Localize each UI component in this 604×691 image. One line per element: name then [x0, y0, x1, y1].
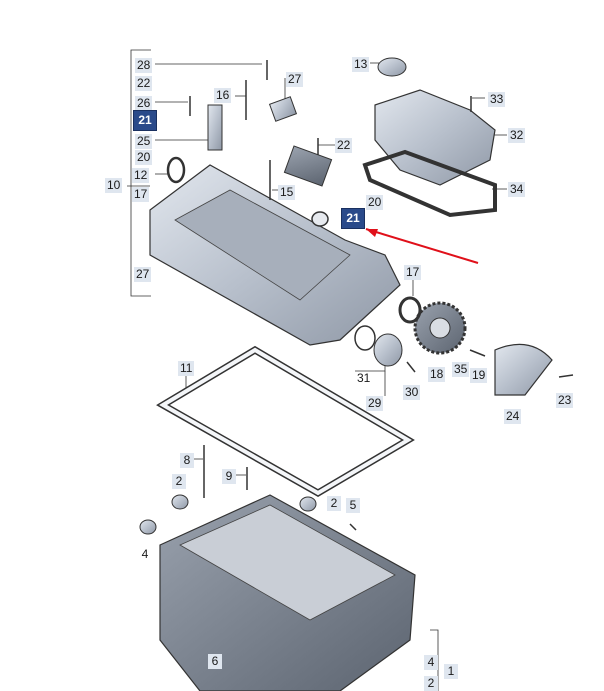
- callout-12: 12: [132, 168, 150, 183]
- callout-20: 20: [135, 150, 153, 165]
- ignition-coil: [283, 145, 333, 187]
- actuator-25: [207, 104, 223, 151]
- bolts: [189, 60, 574, 531]
- callout-4: 4: [141, 547, 149, 561]
- sensor-27: [268, 96, 298, 122]
- callout-21-highlight: 21: [133, 110, 157, 131]
- callout-28: 28: [135, 58, 153, 73]
- callout-33: 33: [488, 92, 506, 107]
- callout-31: 31: [357, 371, 371, 385]
- cap-29: [373, 333, 403, 367]
- callout-29: 29: [366, 396, 384, 411]
- callout-23: 23: [556, 393, 574, 408]
- oil-cap: [377, 57, 407, 77]
- gear-shield: [494, 343, 553, 396]
- callout-11: 11: [178, 361, 195, 376]
- callout-2: 2: [424, 676, 438, 691]
- callout-1: 1: [444, 664, 458, 679]
- seal-31: [354, 325, 376, 351]
- callout-27: 27: [286, 72, 304, 87]
- callout-2: 2: [172, 474, 186, 489]
- intake-cover-plate: [374, 89, 496, 186]
- callout-22: 22: [135, 76, 153, 91]
- callout-13: 13: [352, 57, 370, 72]
- callout-34: 34: [508, 182, 526, 197]
- callout-17: 17: [404, 265, 422, 280]
- callout-8: 8: [180, 453, 194, 468]
- seal-20: [311, 211, 329, 227]
- callout-21-highlight: 21: [341, 208, 365, 229]
- callout-16: 16: [214, 88, 232, 103]
- callout-32: 32: [508, 128, 526, 143]
- plug-4: [139, 519, 157, 535]
- plug-2a: [171, 494, 189, 510]
- callout-17: 17: [132, 187, 150, 202]
- callout-35: 35: [452, 362, 470, 377]
- callout-19: 19: [470, 368, 488, 383]
- callout-4: 4: [424, 655, 438, 670]
- seal-12: [166, 156, 186, 184]
- callout-30: 30: [403, 385, 421, 400]
- highlight-arrow: [365, 228, 479, 264]
- callout-18: 18: [428, 367, 446, 382]
- callout-6: 6: [208, 654, 222, 669]
- callout-25: 25: [135, 134, 153, 149]
- callout-15: 15: [278, 185, 296, 200]
- callout-20: 20: [366, 195, 384, 210]
- callout-27: 27: [134, 267, 152, 282]
- callout-22: 22: [335, 138, 353, 153]
- callout-2: 2: [327, 496, 341, 511]
- plug-2b: [299, 496, 317, 512]
- callout-24: 24: [504, 409, 522, 424]
- callout-26: 26: [135, 96, 153, 111]
- callout-9: 9: [222, 469, 236, 484]
- callout-5: 5: [346, 498, 360, 513]
- seal-17: [398, 296, 422, 324]
- callout-10: 10: [105, 178, 123, 193]
